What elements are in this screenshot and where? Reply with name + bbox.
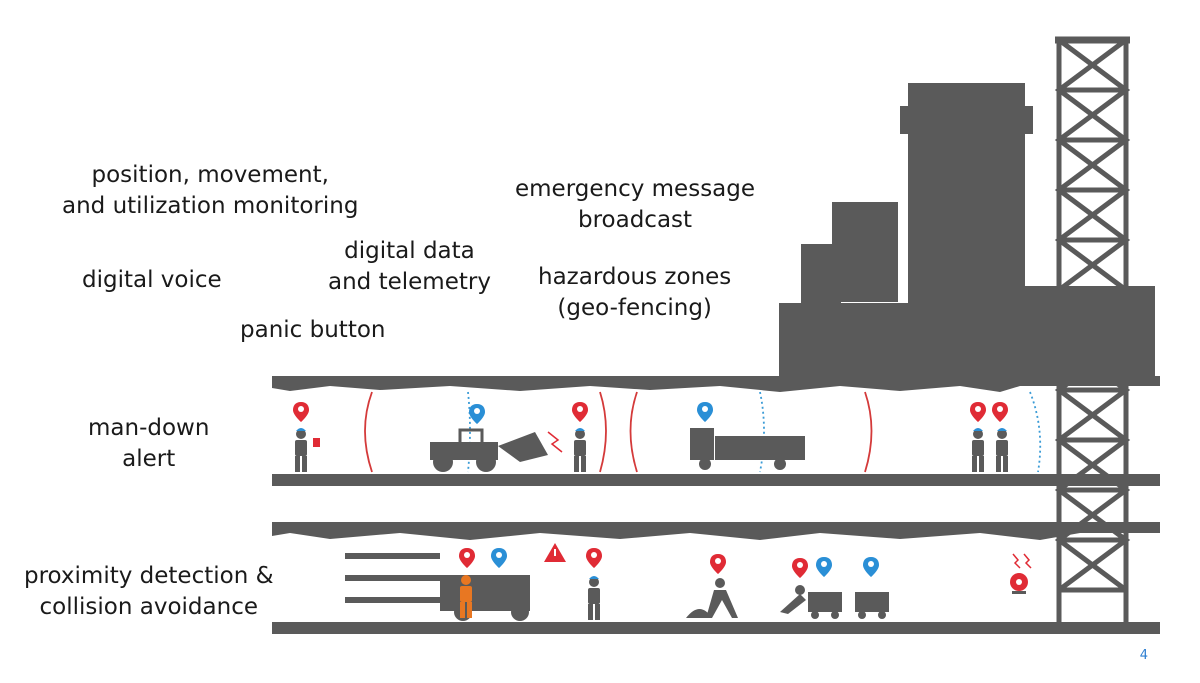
label-proximity-line2: collision avoidance: [39, 594, 258, 620]
label-digital-data: digital data and telemetry: [328, 236, 491, 298]
mine-truck: [690, 428, 805, 470]
drill-rig: [345, 553, 530, 621]
label-emergency-message-line1: emergency message: [515, 176, 756, 202]
label-man-down-line2: alert: [122, 446, 176, 472]
label-man-down-line1: man-down: [88, 415, 210, 441]
shaft-tower: [1054, 36, 1131, 625]
label-panic-button: panic button: [240, 315, 385, 346]
panic-button-device: [313, 438, 320, 447]
level-2-scene: [345, 543, 1032, 621]
tunnel-level-1: [272, 376, 1160, 486]
warning-triangle-icon: [544, 543, 566, 562]
worker-orange-vest: [460, 575, 472, 618]
label-digital-voice-text: digital voice: [82, 267, 222, 293]
label-position-monitoring: position, movement, and utilization moni…: [62, 160, 358, 222]
label-proximity-line1: proximity detection &: [24, 563, 274, 589]
mine-carts: [780, 585, 889, 619]
label-digital-data-line1: digital data: [344, 238, 475, 264]
label-digital-voice: digital voice: [82, 265, 222, 296]
tunnel-level-2: [272, 522, 1160, 634]
label-digital-data-line2: and telemetry: [328, 269, 491, 295]
label-panic-button-text: panic button: [240, 317, 386, 343]
alarm-bell-icon: [1010, 553, 1032, 594]
label-position-monitoring-line1: position, movement,: [91, 162, 329, 188]
label-hazardous-zones: hazardous zones (geo-fencing): [538, 262, 731, 324]
label-man-down: man-down alert: [88, 413, 209, 475]
label-emergency-message-line2: broadcast: [577, 207, 693, 233]
label-position-monitoring-line2: and utilization monitoring: [62, 193, 359, 219]
page-number: 4: [1139, 648, 1148, 663]
loader-vehicle: [430, 428, 548, 472]
zone-boundaries: [364, 391, 1042, 473]
label-proximity: proximity detection & collision avoidanc…: [24, 561, 274, 623]
alert-spark-icon: [547, 431, 563, 453]
label-hazardous-zones-line1: hazardous zones: [538, 264, 732, 290]
worker-shoveling: [686, 578, 738, 618]
level-1-scene: [293, 402, 1008, 472]
headframe-building: [779, 83, 1155, 376]
label-hazardous-zones-line2: (geo-fencing): [557, 295, 712, 321]
label-emergency-message: emergency message broadcast: [515, 174, 755, 236]
